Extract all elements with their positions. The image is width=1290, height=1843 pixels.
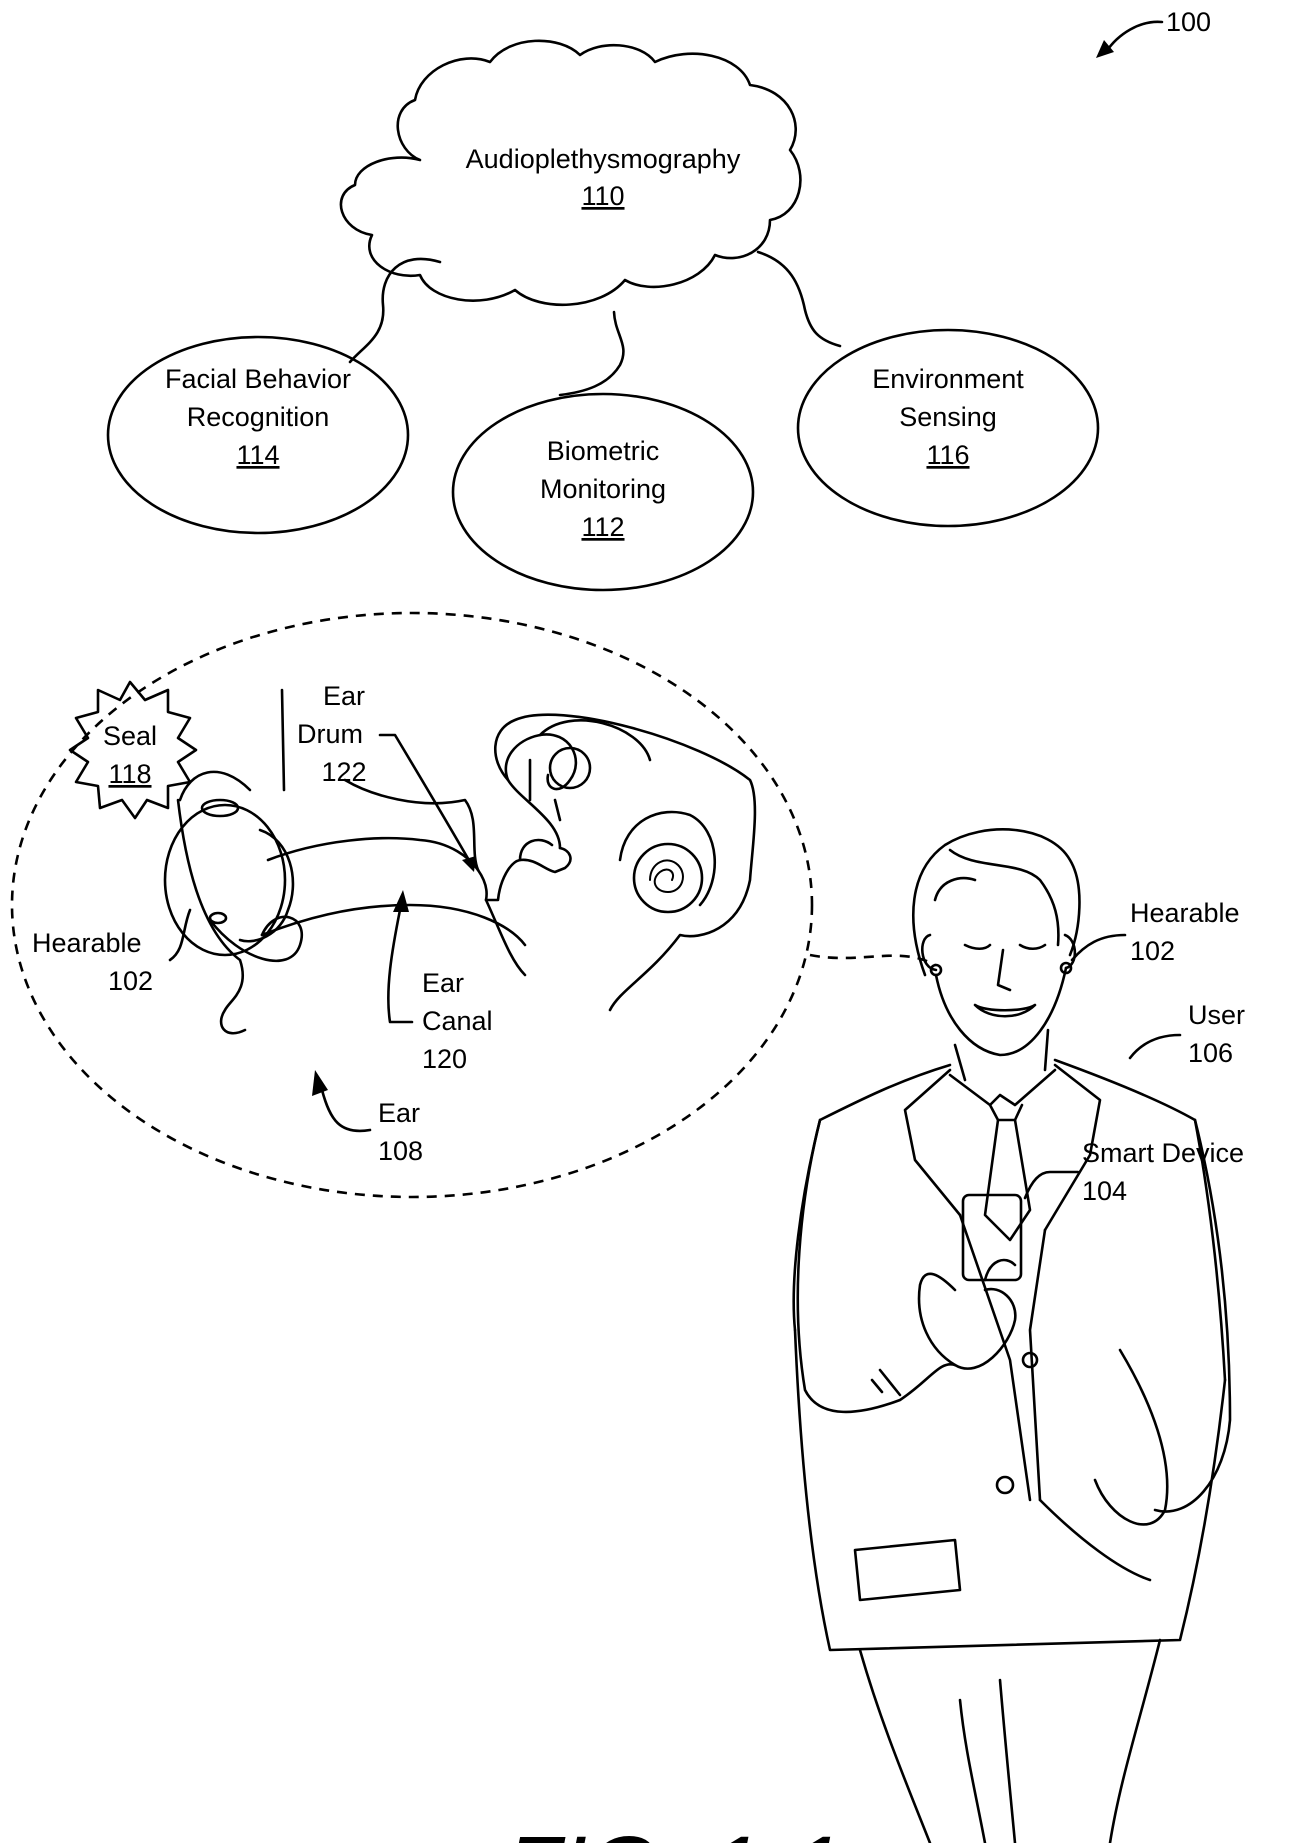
environment-ref: 116 [926,440,969,470]
seal-label: Seal [103,721,157,751]
smart-device-phone [961,1193,1023,1282]
ear-detail-connector [809,953,936,967]
ear-canal-line2: Canal [422,1006,493,1036]
biometric-line2: Monitoring [540,474,666,504]
ear-canal-callout: Ear Canal 120 [387,890,493,1074]
hearable-detail-callout: Hearable 102 [32,908,192,996]
facial-behavior-node: Facial Behavior Recognition 114 [106,335,410,535]
audioplethysmography-ref: 110 [581,181,624,211]
biometric-monitoring-node: Biometric Monitoring 112 [451,392,755,592]
facial-line2: Recognition [187,402,330,432]
seal-ref: 118 [108,759,151,789]
environment-line2: Sensing [899,402,997,432]
hearable-person-ref: 102 [1130,936,1175,966]
connector-cloud-biometric [558,310,625,397]
audioplethysmography-cloud: Audioplethysmography 110 [339,39,802,307]
hearable-detail-ref: 102 [108,966,153,996]
biometric-ref: 112 [581,512,624,542]
hearable-person-callout: Hearable 102 [1070,898,1240,966]
ref-100-label: 100 [1166,7,1211,37]
ear-drum-ref: 122 [321,757,366,787]
ear-detail-dashed-boundary [10,611,814,1199]
figure-caption: FIG. 1-1 [505,1818,842,1843]
environment-sensing-node: Environment Sensing 116 [796,328,1100,528]
connector-cloud-facial [348,257,442,364]
seal-starburst: Seal 118 [68,680,198,820]
environment-line1: Environment [872,364,1024,394]
ear-drum-line2: Drum [297,719,363,749]
ear-ref: 108 [378,1136,423,1166]
hearable-person-line1: Hearable [1130,898,1240,928]
ear-canal-line1: Ear [422,968,464,998]
user-callout: User 106 [1128,1000,1245,1068]
audioplethysmography-label: Audioplethysmography [466,144,741,174]
ear-line1: Ear [378,1098,420,1128]
ref-100-callout: 100 [1096,7,1211,58]
ear-drum-callout: Ear Drum 122 [297,681,476,872]
smart-device-line1: Smart Device [1082,1138,1244,1168]
connector-cloud-environment [756,250,842,348]
ear-drum-line1: Ear [323,681,365,711]
facial-ref: 114 [236,440,279,470]
facial-line1: Facial Behavior [165,364,351,394]
ear-callout: Ear 108 [312,1070,423,1166]
ear-anatomy-illustration [163,688,757,1035]
ear-canal-ref: 120 [422,1044,467,1074]
biometric-line1: Biometric [547,436,660,466]
user-line1: User [1188,1000,1245,1030]
smart-device-ref: 104 [1082,1176,1127,1206]
user-ref: 106 [1188,1038,1233,1068]
hearable-detail-line1: Hearable [32,928,142,958]
user-person-illustration [792,828,1232,1843]
smart-device-callout: Smart Device 104 [1023,1138,1244,1206]
